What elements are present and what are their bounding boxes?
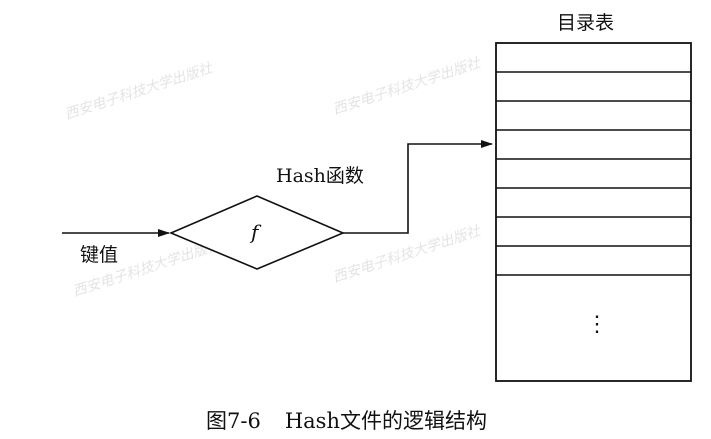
key-input-label: 键值	[80, 244, 119, 266]
figure-title: Hash文件的逻辑结构	[284, 409, 487, 433]
directory-table	[495, 42, 692, 382]
directory-ellipsis: ⋮	[586, 312, 608, 337]
figure-number: 图7-6	[206, 409, 261, 433]
figure-caption: 图7-6 Hash文件的逻辑结构	[206, 405, 487, 435]
function-name-label: Hash函数	[276, 165, 364, 187]
directory-table-border	[495, 42, 692, 382]
directory-title: 目录表	[557, 12, 615, 34]
function-symbol-label: f	[251, 220, 259, 244]
hash-output-arrow	[343, 140, 493, 234]
